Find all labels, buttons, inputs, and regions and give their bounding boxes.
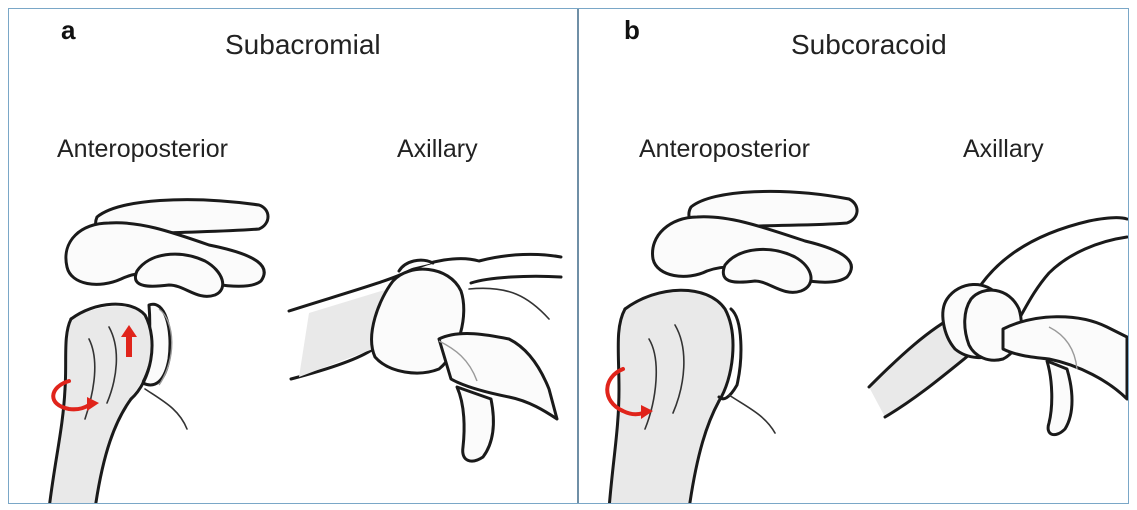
panel-a-anteroposterior-illustration <box>9 9 577 504</box>
panel-a-axillary-illustration <box>289 254 561 461</box>
panel-a-subacromial: a Subacromial Anteroposterior Axillary <box>9 9 577 503</box>
superior-arrow-shaft-icon <box>126 335 132 357</box>
panel-b-anteroposterior-illustration <box>579 9 1129 504</box>
figure-frame: a Subacromial Anteroposterior Axillary <box>8 8 1129 504</box>
panel-b-subcoracoid: b Subcoracoid Anteroposterior Axillary <box>579 9 1129 503</box>
panel-b-axillary-illustration <box>869 218 1127 435</box>
